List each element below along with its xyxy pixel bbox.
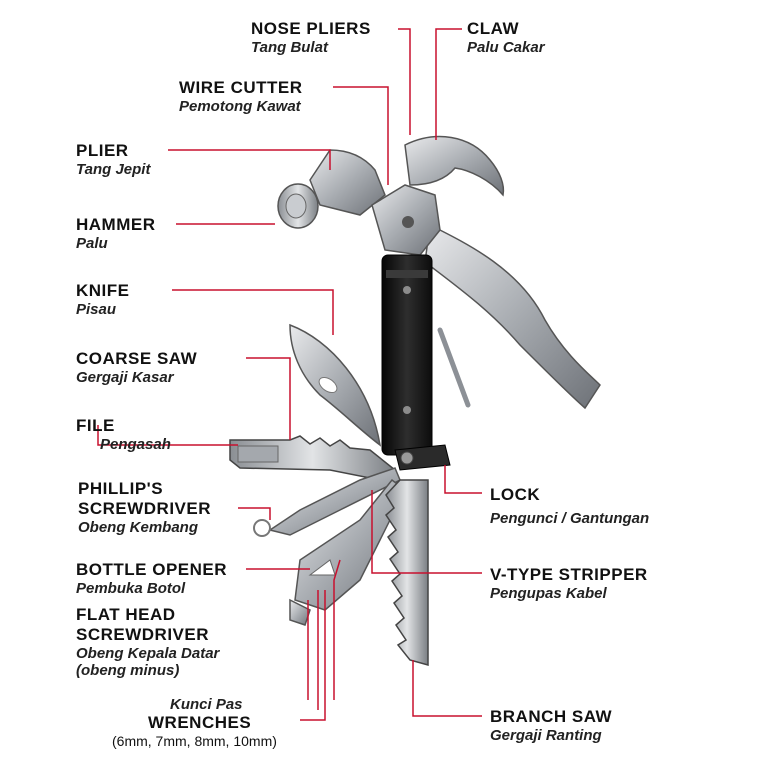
label-palu-cakar: Palu Cakar	[467, 39, 545, 56]
leader-file	[97, 425, 238, 446]
leader-knife	[172, 289, 334, 335]
label-kunci-pas: Kunci Pas	[170, 696, 243, 713]
label-tang-bulat: Tang Bulat	[251, 39, 328, 56]
label-branch-saw: BRANCH SAW	[490, 707, 613, 726]
label-phillips: PHILLIP'S	[78, 479, 164, 498]
label-coarse-saw: COARSE SAW	[76, 349, 198, 368]
label-knife: KNIFE	[76, 281, 130, 300]
label-wire-cutter: WIRE CUTTER	[179, 78, 303, 97]
label-gergaji-kasar: Gergaji Kasar	[76, 369, 174, 386]
leader-plier	[168, 149, 331, 170]
plier-handle-arm	[424, 223, 601, 410]
label-obeng-kembang: Obeng Kembang	[78, 519, 199, 536]
plier-spring-rod	[437, 327, 471, 408]
callout-wire-cutter: WIRE CUTTER Pemotong Kawat	[179, 79, 303, 114]
callout-wrenches: Kunci Pas WRENCHES (6mm, 7mm, 8mm, 10mm)	[112, 694, 277, 748]
label-screwdriver-phillips: SCREWDRIVER	[78, 499, 212, 518]
label-pemotong-kawat: Pemotong Kawat	[179, 98, 301, 115]
label-wrenches: WRENCHES	[148, 713, 252, 732]
label-flat-head: FLAT HEAD	[76, 605, 176, 624]
leader-coarse-saw	[246, 357, 291, 440]
callout-branch-saw: BRANCH SAW Gergaji Ranting	[490, 708, 612, 743]
claw-head	[404, 135, 505, 197]
callout-claw: CLAW Palu Cakar	[467, 20, 545, 55]
label-obeng-minus: (obeng minus)	[76, 662, 180, 679]
callout-v-stripper: V-TYPE STRIPPER Pengupas Kabel	[490, 566, 648, 601]
leader-lock	[444, 465, 482, 494]
label-pembuka-botol: Pembuka Botol	[76, 580, 186, 597]
label-screwdriver-flat: SCREWDRIVER	[76, 625, 210, 644]
phillips-screwdriver	[268, 467, 401, 536]
callout-knife: KNIFE Pisau	[76, 282, 130, 317]
callout-hammer: HAMMER Palu	[76, 216, 156, 251]
bottle-opener-wrench-plate	[294, 478, 406, 611]
callout-plier: PLIER Tang Jepit	[76, 142, 150, 177]
flat-head-screwdriver	[289, 598, 311, 626]
callout-nose-pliers: NOSE PLIERS Tang Bulat	[251, 20, 371, 55]
leader-wrench-4	[333, 559, 341, 700]
callout-phillips: PHILLIP'S SCREWDRIVER Obeng Kembang	[78, 480, 211, 535]
leader-nose-pliers	[398, 28, 411, 135]
callout-bottle-opener: BOTTLE OPENER Pembuka Botol	[76, 561, 227, 596]
label-bottle-opener: BOTTLE OPENER	[76, 560, 228, 579]
label-gergaji-ranting: Gergaji Ranting	[490, 727, 602, 744]
callout-coarse-saw: COARSE SAW Gergaji Kasar	[76, 350, 197, 385]
label-tang-jepit: Tang Jepit	[76, 161, 151, 178]
leader-v-stripper	[371, 490, 482, 574]
leader-branch-saw	[412, 660, 482, 717]
label-file: FILE	[76, 416, 115, 435]
label-pengasah: Pengasah	[100, 436, 171, 453]
leader-wrench-1	[300, 590, 326, 721]
black-handle	[381, 254, 433, 456]
label-pisau: Pisau	[76, 301, 117, 318]
callout-file: FILE Pengasah	[76, 417, 171, 452]
label-claw: CLAW	[467, 19, 520, 38]
leader-wire-cutter	[333, 86, 389, 185]
callout-lock: LOCK Pengunci / Gantungan	[490, 486, 649, 526]
label-nose-pliers: NOSE PLIERS	[251, 19, 371, 38]
label-obeng-kepala-datar: Obeng Kepala Datar	[76, 645, 220, 662]
leader-phillips	[238, 507, 271, 520]
label-pengunci-gantungan: Pengunci / Gantungan	[490, 510, 650, 527]
label-wrench-sizes: (6mm, 7mm, 8mm, 10mm)	[112, 733, 277, 749]
label-palu: Palu	[76, 235, 108, 252]
label-lock: LOCK	[490, 485, 541, 504]
label-hammer: HAMMER	[76, 215, 156, 234]
label-plier: PLIER	[76, 141, 129, 160]
leader-claw	[435, 28, 462, 140]
leader-lines	[97, 28, 482, 721]
callout-flat-head: FLAT HEAD SCREWDRIVER Obeng Kepala Datar…	[76, 606, 219, 678]
label-pengupas-kabel: Pengupas Kabel	[490, 585, 607, 602]
label-v-stripper: V-TYPE STRIPPER	[490, 565, 648, 584]
